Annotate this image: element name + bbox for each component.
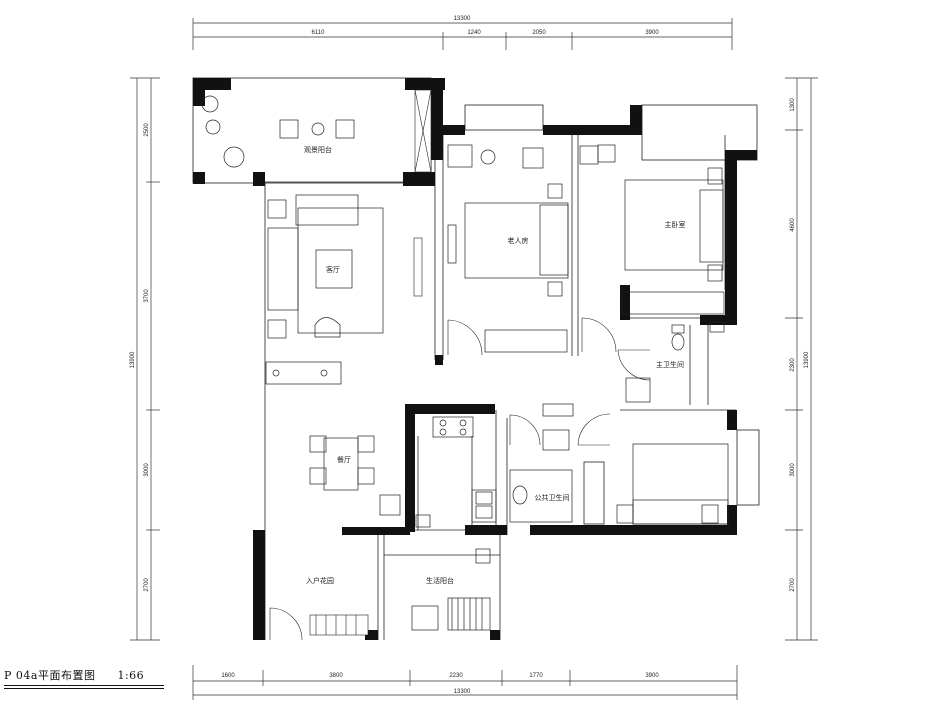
left-dimension-lines <box>130 77 160 641</box>
room-label-balcony: 观景阳台 <box>304 145 332 154</box>
right-dimension-lines <box>785 77 818 641</box>
left-dimension-1: 2500 <box>144 123 150 137</box>
caption-underline-thin <box>4 688 164 689</box>
bottom-dimension-1: 1600 <box>221 673 235 679</box>
top-dimension-lines <box>192 18 733 50</box>
bottom-dimension-5: 3900 <box>645 673 659 679</box>
doors <box>269 317 651 641</box>
room-label-elder-bedroom: 老人房 <box>508 236 529 245</box>
bottom-dimension-4: 1770 <box>529 673 543 679</box>
bottom-dimension-3: 2230 <box>449 673 463 679</box>
right-dimension-2: 4600 <box>790 218 796 232</box>
room-label-public-bath: 公共卫生间 <box>535 493 570 502</box>
furniture <box>201 95 729 631</box>
right-dimension-4: 3000 <box>790 463 796 477</box>
walls <box>193 78 757 640</box>
room-label-living: 客厅 <box>326 265 340 274</box>
drawing-caption: P 04a平面布置图 1:66 <box>4 667 144 683</box>
room-label-entry: 入户花园 <box>306 576 334 585</box>
bottom-dimension-lines <box>192 665 738 700</box>
bottom-dimension-2: 3800 <box>329 673 343 679</box>
top-total-dimension: 13300 <box>454 16 471 22</box>
room-label-master-bedroom: 主卧室 <box>665 220 686 229</box>
right-dimension-1: 1300 <box>790 98 796 112</box>
top-dimension-3: 2050 <box>532 30 546 36</box>
left-dimension-3: 3000 <box>144 463 150 477</box>
right-dimension-5: 2700 <box>790 578 796 592</box>
top-dimension-2: 1240 <box>467 30 481 36</box>
room-label-dining: 餐厅 <box>337 455 351 464</box>
right-total-dimension: 13900 <box>804 351 810 368</box>
left-dimension-2: 3700 <box>144 289 150 303</box>
left-total-dimension: 13900 <box>130 351 136 368</box>
top-dimension-4: 3900 <box>645 30 659 36</box>
caption-underline <box>4 685 164 686</box>
windows <box>309 89 432 636</box>
top-dimension-1: 6110 <box>312 30 326 36</box>
right-dimension-3: 2300 <box>790 358 796 372</box>
left-dimension-4: 2700 <box>144 578 150 592</box>
drawing-title: P 04a平面布置图 <box>4 669 96 682</box>
room-label-master-bath: 主卫生间 <box>656 360 684 369</box>
room-label-work-balcony: 生活阳台 <box>426 576 454 585</box>
bottom-total-dimension: 13300 <box>454 689 471 695</box>
drawing-scale: 1:66 <box>117 669 145 682</box>
